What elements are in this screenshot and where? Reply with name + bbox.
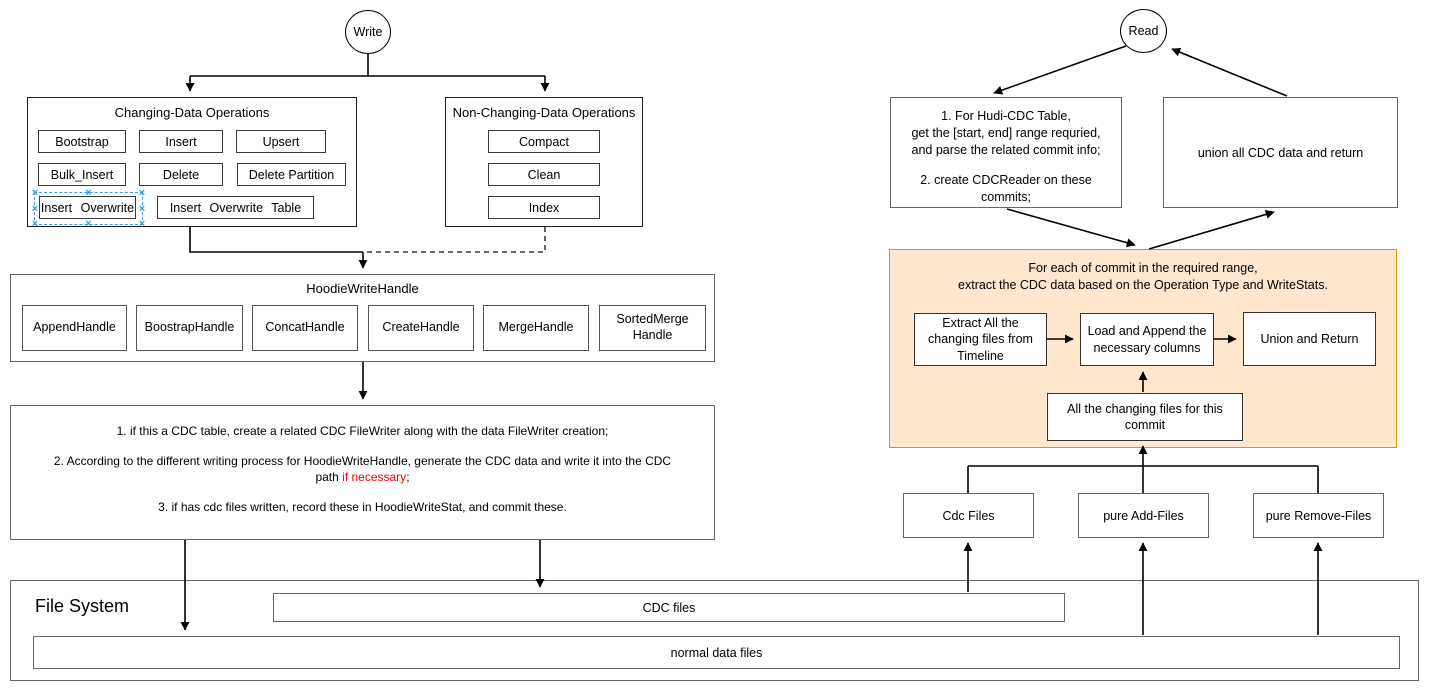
normal-data-files-store[interactable]: normal data files	[33, 636, 1400, 669]
op-bulk-insert[interactable]: Bulk_Insert	[38, 163, 126, 186]
load-append-columns-box[interactable]: Load and Append the necessary columns	[1080, 313, 1214, 366]
pure-add-files-box[interactable]: pure Add-Files	[1078, 493, 1209, 538]
read-start-label: Read	[1128, 24, 1159, 38]
handle-concat[interactable]: ConcatHandle	[252, 305, 358, 351]
cdc-files-group-box[interactable]: Cdc Files	[903, 493, 1034, 538]
file-system-title: File System	[35, 596, 130, 616]
cdc-step-2: 2. According to the different writing pr…	[53, 454, 672, 484]
op-insert[interactable]: Insert	[139, 130, 223, 153]
arrow-prepare-to-percommit	[1006, 208, 1136, 248]
op-upsert[interactable]: Upsert	[236, 130, 326, 153]
extract-changing-files-box[interactable]: Extract All the changing files from Time…	[914, 313, 1047, 366]
normal-data-files-store-label: normal data files	[670, 645, 763, 660]
read-prepare-line: get the [start, end] range requried,	[911, 126, 1101, 140]
handle-merge[interactable]: MergeHandle	[483, 305, 589, 351]
per-commit-title-line1: For each of commit in the required range…	[1028, 261, 1258, 275]
union-and-return-box[interactable]: Union and Return	[1243, 312, 1376, 366]
handle-create[interactable]: CreateHandle	[368, 305, 474, 351]
op-bootstrap[interactable]: Bootstrap	[38, 130, 126, 153]
op-insert-overwrite-table[interactable]: Insert Overwrite Table	[157, 196, 314, 219]
changing-ops-title: Changing-Data Operations	[114, 105, 270, 120]
per-commit-title-line2: extract the CDC data based on the Operat…	[958, 278, 1328, 292]
pure-remove-files-label: pure Remove-Files	[1265, 508, 1372, 523]
cdc-files-store-label: CDC files	[642, 600, 696, 615]
selection-marquee[interactable]: × × × × × × × ×	[31, 187, 146, 230]
union-all-box[interactable]: union all CDC data and return	[1163, 97, 1398, 208]
pure-remove-files-box[interactable]: pure Remove-Files	[1253, 493, 1384, 538]
arrow-union-to-read	[1171, 47, 1288, 97]
hoodie-write-handle-title: HoodieWriteHandle	[306, 281, 419, 296]
arrow-percommit-to-union	[1148, 210, 1275, 250]
read-prepare-line: commits;	[981, 190, 1031, 204]
connector-nonchanging-dashed	[366, 227, 546, 253]
connector-changing-to-handle	[189, 227, 363, 253]
op-insert-overwrite[interactable]: Insert Overwrite	[39, 196, 136, 219]
read-prepare-box[interactable]: 1. For Hudi-CDC Table, get the [start, e…	[890, 97, 1122, 208]
cdc-write-steps-box[interactable]: 1. if this a CDC table, create a related…	[10, 405, 715, 540]
cdc-files-store[interactable]: CDC files	[273, 593, 1065, 622]
pure-add-files-label: pure Add-Files	[1103, 508, 1184, 523]
handle-append[interactable]: AppendHandle	[22, 305, 127, 351]
cdc-step-1: 1. if this a CDC table, create a related…	[116, 424, 609, 438]
handle-boostrap[interactable]: BoostrapHandle	[136, 305, 243, 351]
all-changing-files-box[interactable]: All the changing files for this commit	[1047, 393, 1243, 441]
cdc-step-3: 3. if has cdc files written, record thes…	[158, 500, 567, 514]
read-prepare-line: and parse the related commit info;	[911, 143, 1101, 157]
hoodie-write-handle-container[interactable]	[10, 274, 715, 362]
read-prepare-line: 2. create CDCReader on these	[920, 173, 1092, 187]
cdc-files-group-label: Cdc Files	[942, 508, 995, 523]
non-changing-ops-title: Non-Changing-Data Operations	[452, 105, 636, 120]
op-compact[interactable]: Compact	[488, 130, 600, 153]
write-start-node[interactable]: Write	[345, 10, 391, 54]
if-necessary-highlight: if necessary	[342, 470, 407, 484]
handle-sorted-merge[interactable]: SortedMerge Handle	[599, 305, 706, 351]
read-prepare-line: 1. For Hudi-CDC Table,	[941, 109, 1071, 123]
op-delete-partition[interactable]: Delete Partition	[237, 163, 346, 186]
op-delete[interactable]: Delete	[139, 163, 223, 186]
op-index[interactable]: Index	[488, 196, 600, 219]
read-start-node[interactable]: Read	[1120, 9, 1167, 53]
arrow-read-to-prepare	[993, 45, 1127, 95]
union-all-label: union all CDC data and return	[1197, 145, 1364, 160]
write-start-label: Write	[353, 25, 383, 39]
op-clean[interactable]: Clean	[488, 163, 600, 186]
